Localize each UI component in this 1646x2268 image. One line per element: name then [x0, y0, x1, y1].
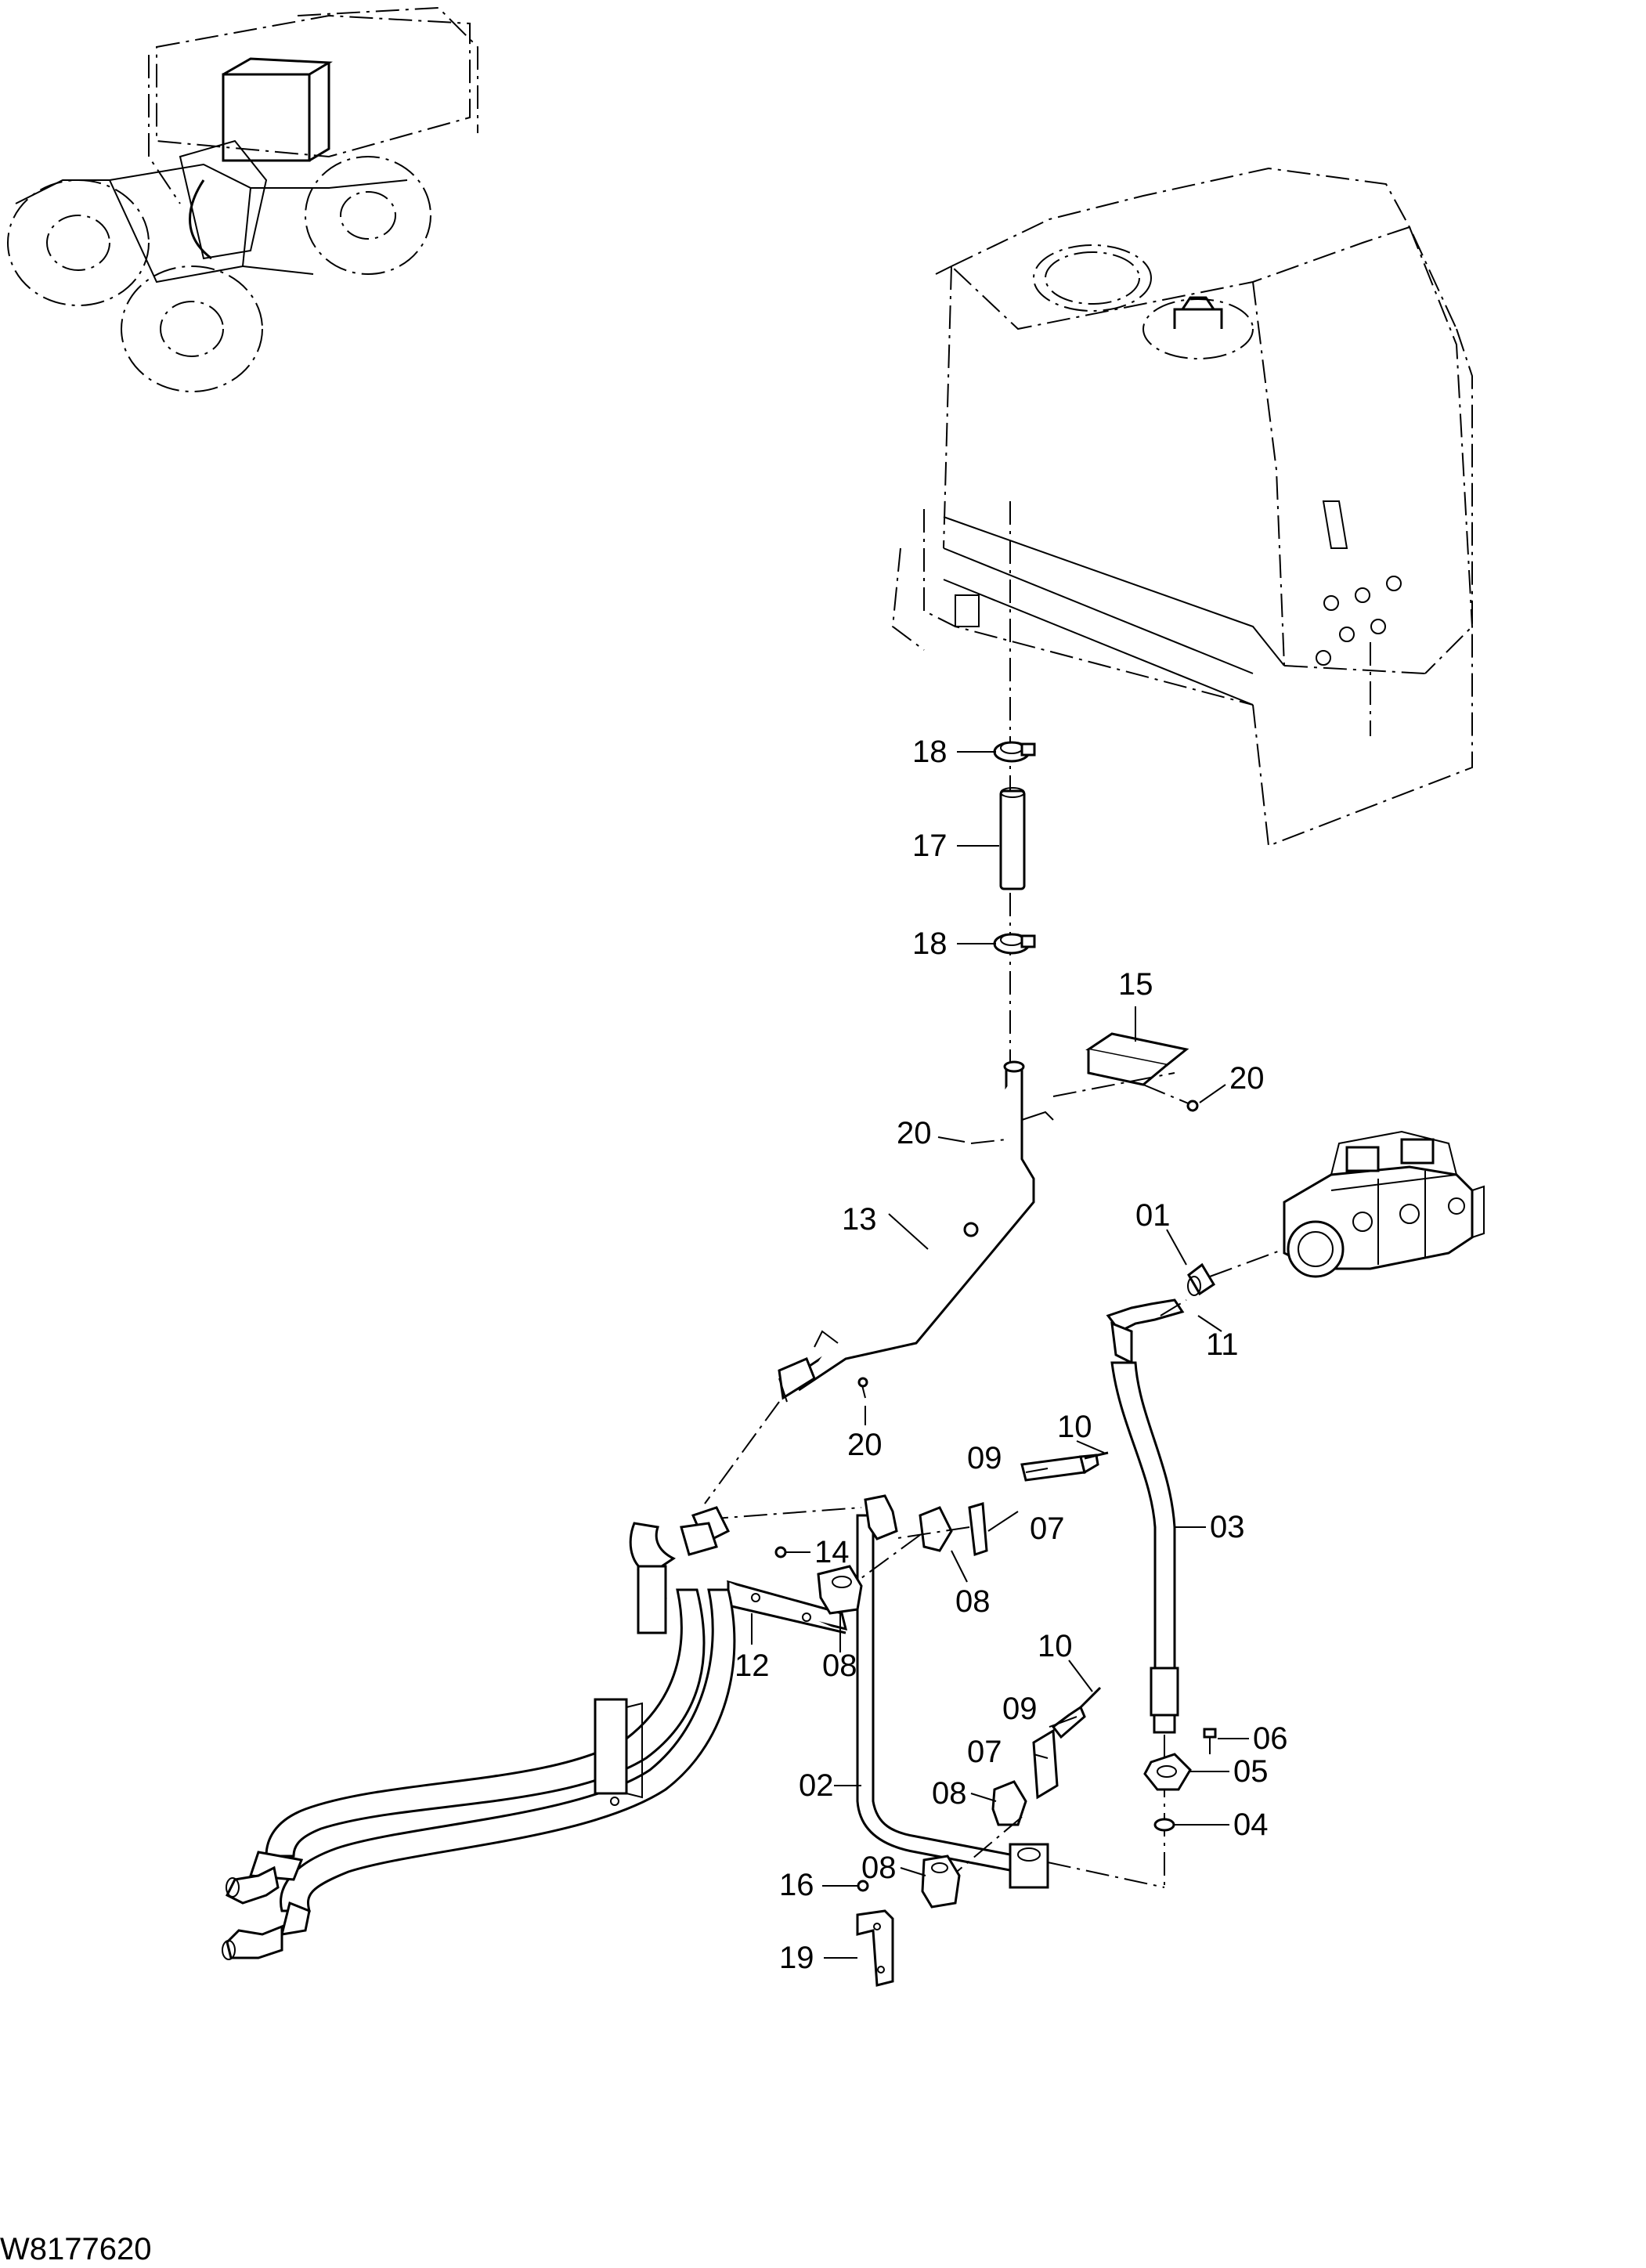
hydraulic-tank [891, 167, 1473, 847]
drawing-code: W8177620 [0, 2232, 151, 2266]
callout-06: 06 [1253, 1721, 1288, 1756]
clamp-assembly-lower [947, 1686, 1102, 1880]
hydraulic-pump [1283, 1130, 1485, 1278]
callout-01: 01 [1135, 1198, 1171, 1233]
leader-lines [751, 751, 1249, 1959]
split-flange-half [1143, 1753, 1192, 1791]
hose-clamp-lower [993, 933, 1036, 955]
callout-18-upper: 18 [912, 735, 948, 769]
suction-pipe [778, 1060, 1175, 1403]
clamp-assembly-upper [704, 1451, 1109, 1579]
callout-08-upper-right: 08 [955, 1584, 991, 1619]
loader-overview-thumbnail [7, 6, 478, 392]
clamp-half-lower-left [817, 1565, 863, 1615]
pipe-connection-centerline [704, 1401, 780, 1504]
callout-09-upper: 09 [967, 1441, 1002, 1475]
callout-04: 04 [1233, 1808, 1269, 1842]
o-ring [1153, 1818, 1175, 1832]
callout-20-left: 20 [897, 1116, 932, 1150]
pump-port-centerline [1209, 1248, 1285, 1277]
callout-05: 05 [1233, 1754, 1269, 1789]
callout-09-lower: 09 [1002, 1692, 1038, 1726]
pump-adapter-fitting [1187, 1262, 1216, 1296]
callout-08-bottom: 08 [861, 1851, 897, 1885]
return-pipe [856, 1494, 1165, 1889]
bracket-plate [1085, 1032, 1191, 1105]
callout-10-upper: 10 [1057, 1410, 1092, 1444]
callout-14: 14 [814, 1535, 850, 1569]
bolt-14 [774, 1546, 787, 1558]
callout-11: 11 [1206, 1327, 1239, 1362]
bolt-upper-right [1186, 1100, 1199, 1112]
callout-17: 17 [912, 829, 948, 863]
pressure-hose [1106, 1298, 1187, 1734]
callout-08-lower-mid: 08 [932, 1776, 967, 1811]
hose-clamp-upper [993, 741, 1036, 763]
bracket-19 [856, 1909, 894, 1987]
flange-bolt [1203, 1728, 1217, 1754]
callout-02: 02 [799, 1768, 834, 1803]
callout-19: 19 [779, 1941, 814, 1975]
callout-20-mid: 20 [847, 1428, 883, 1462]
return-hose-assembly [222, 1506, 736, 1960]
bolt-20-mid [857, 1377, 868, 1399]
callout-labels: 18 17 18 15 20 20 13 01 11 20 10 09 07 0… [735, 735, 1288, 1975]
callout-12: 12 [735, 1649, 770, 1683]
callout-03: 03 [1210, 1510, 1245, 1544]
callout-20-right: 20 [1229, 1061, 1265, 1096]
callout-07-upper: 07 [1030, 1511, 1065, 1546]
callout-07-lower: 07 [967, 1735, 1002, 1769]
callout-13: 13 [842, 1202, 877, 1237]
suction-hose-segment [999, 787, 1026, 890]
clamp-half-bottom [921, 1854, 961, 1909]
callout-15: 15 [1118, 967, 1153, 1002]
callout-16: 16 [779, 1868, 814, 1902]
callout-18-lower: 18 [912, 926, 948, 961]
callout-08-upper-left: 08 [822, 1649, 857, 1683]
callout-10-lower: 10 [1038, 1629, 1073, 1663]
